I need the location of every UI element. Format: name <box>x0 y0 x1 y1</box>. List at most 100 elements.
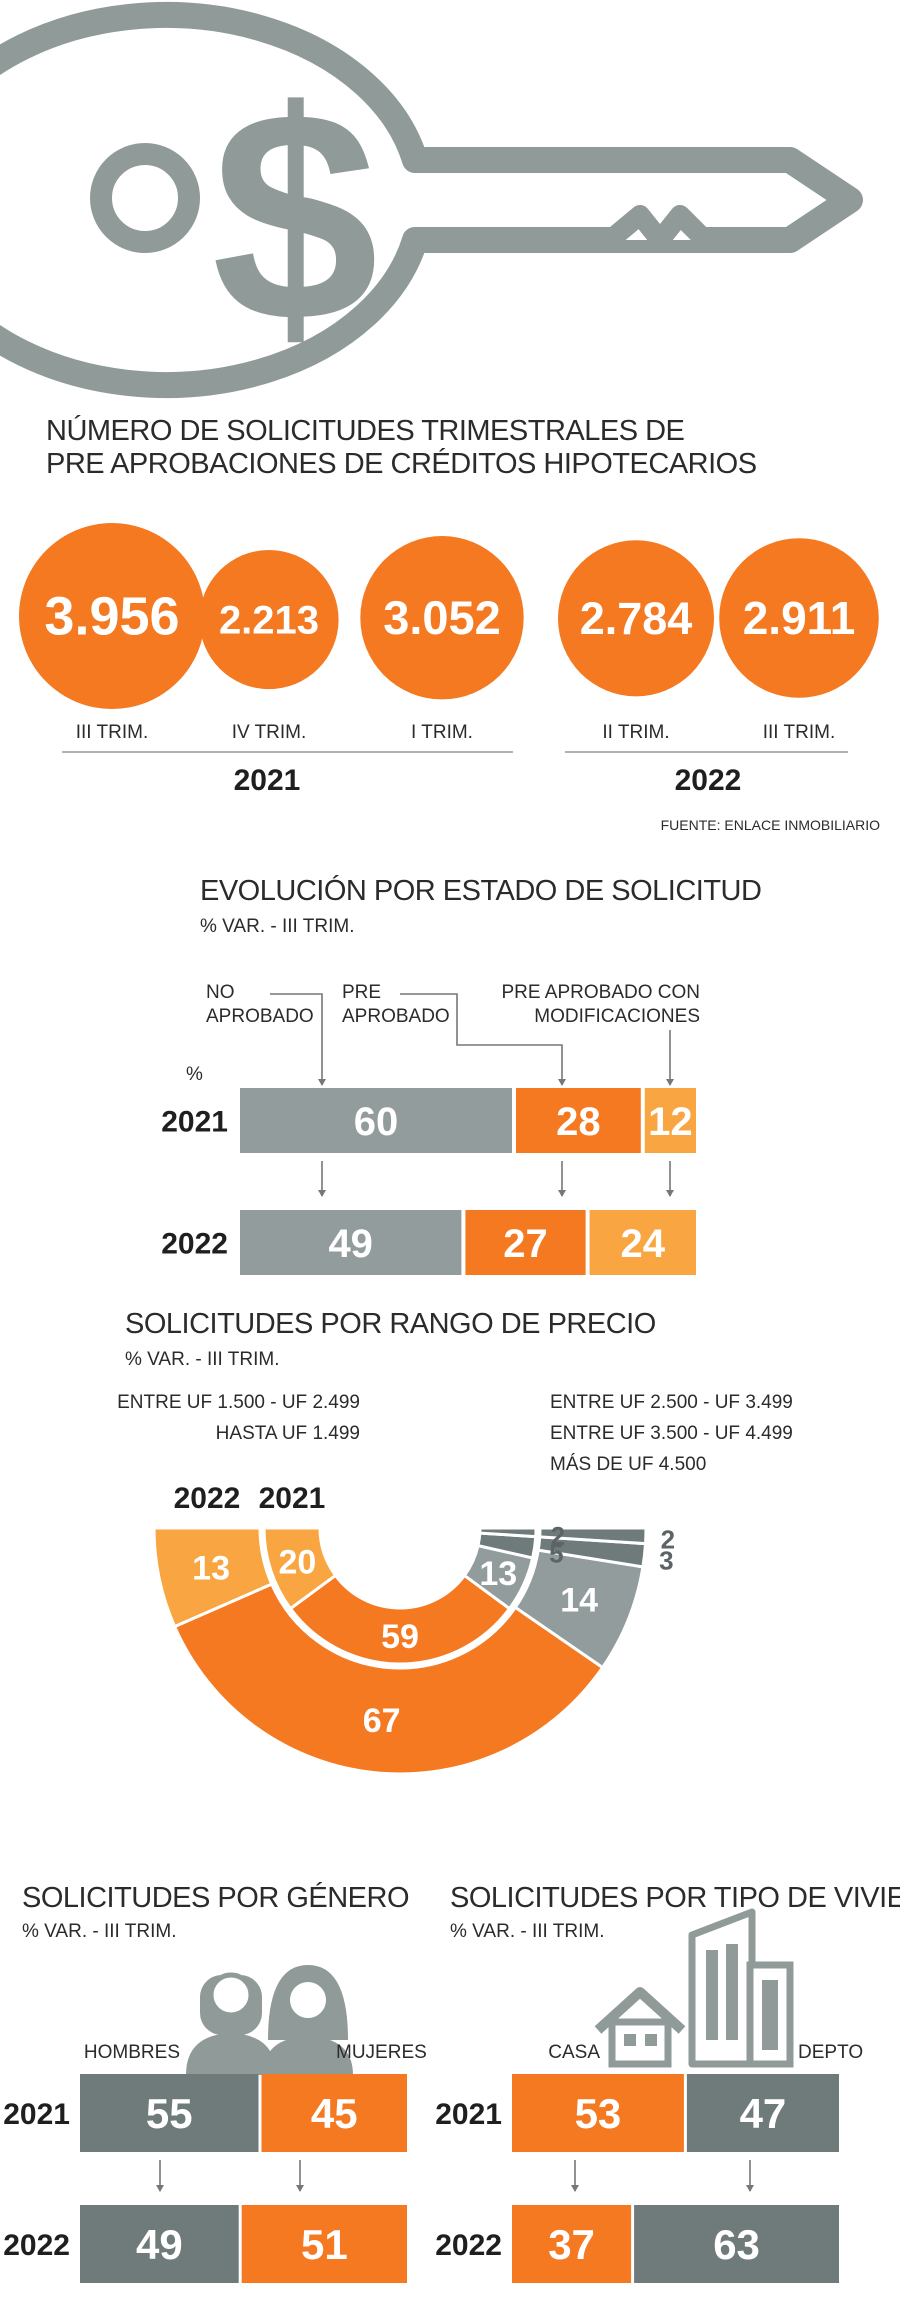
estado-title: EVOLUCIÓN POR ESTADO DE SOLICITUD <box>200 874 761 907</box>
precio-title: SOLICITUDES POR RANGO DE PRECIO <box>125 1308 656 1340</box>
estado-subtitle: % VAR. - III TRIM. <box>200 916 354 937</box>
bubble <box>360 536 524 700</box>
year-label: 2021 <box>234 764 301 797</box>
donut-value-label: 59 <box>381 1618 419 1656</box>
bar-segment <box>240 1210 462 1275</box>
price-range-label: ENTRE UF 3.500 - UF 4.499 <box>550 1423 793 1444</box>
bar-value-label: 27 <box>503 1222 548 1266</box>
bar-segment <box>589 1210 696 1275</box>
bar-value-label: 49 <box>328 1222 373 1266</box>
bar-year-label: 2022 <box>161 1228 228 1261</box>
key-shape <box>0 2 863 398</box>
key-illustration: $ <box>0 2 863 398</box>
bubble-quarter-label: IV TRIM. <box>232 722 307 743</box>
bar-value-label: 47 <box>740 2090 787 2137</box>
price-range-label: MÁS DE UF 4.500 <box>550 1454 706 1475</box>
bar-year-label: 2021 <box>161 1106 228 1139</box>
estado-label-no-line2: APROBADO <box>206 1006 314 1027</box>
bar-segment <box>261 2074 407 2152</box>
estado-leader-lines <box>270 993 674 1086</box>
estado-label-pre-line1: PRE <box>342 982 381 1003</box>
donut-value-label: 13 <box>479 1555 517 1593</box>
estado-percent-label: % <box>186 1064 203 1085</box>
bar-segment <box>644 1088 696 1153</box>
donut-slice <box>478 1526 538 1539</box>
estado-stacked-bars: 2021 60 28 12 2022 49 27 24 <box>161 1088 696 1275</box>
bubble-value-label: 2.784 <box>580 593 693 644</box>
bubble <box>719 538 879 698</box>
donut-value-label: 67 <box>363 1702 401 1740</box>
bubble-quarter-label: III TRIM. <box>76 722 148 743</box>
bar-year-label: 2022 <box>3 2229 70 2262</box>
donut-slice <box>288 1573 512 1666</box>
bar-segment <box>634 2205 839 2283</box>
price-range-label: ENTRE UF 2.500 - UF 3.499 <box>550 1392 793 1413</box>
donut-slice <box>172 1582 605 1776</box>
bubble-value-label: 2.213 <box>219 598 319 642</box>
ring-year-label: 2021 <box>259 1482 326 1515</box>
source-note: FUENTE: ENLACE INMOBILIARIO <box>661 817 880 833</box>
bar-value-label: 49 <box>136 2221 183 2268</box>
bar-segment <box>686 2074 839 2152</box>
year-label: 2022 <box>675 764 742 797</box>
genero-label-mujeres: MUJERES <box>336 2042 427 2063</box>
bubble-value-label: 3.052 <box>383 591 501 644</box>
key-teeth <box>603 205 713 250</box>
bar-segment <box>80 2205 239 2283</box>
bar-year-label: 2021 <box>435 2098 502 2131</box>
bar-year-label: 2022 <box>435 2229 502 2262</box>
bar-value-label: 12 <box>648 1100 693 1144</box>
vivienda-subtitle: % VAR. - III TRIM. <box>450 1921 604 1942</box>
building-icon <box>688 1908 794 2068</box>
bubble <box>199 550 339 690</box>
bar-year-label: 2021 <box>3 2098 70 2131</box>
donut-value-label: 20 <box>278 1544 316 1582</box>
bar-value-label: 37 <box>548 2221 595 2268</box>
bar-segment <box>240 1088 512 1153</box>
genero-title: SOLICITUDES POR GÉNERO <box>22 1881 409 1914</box>
bubble-quarter-label: II TRIM. <box>602 722 669 743</box>
bar-segment <box>241 2205 407 2283</box>
donut-value-label: 14 <box>560 1582 598 1620</box>
donut-value-label: 5 <box>549 1538 563 1568</box>
bar-segment <box>465 1210 586 1275</box>
bar-value-label: 60 <box>354 1100 399 1144</box>
bar-segment <box>512 2074 684 2152</box>
vivienda-label-depto: DEPTO <box>798 2042 863 2063</box>
bubble <box>557 540 715 697</box>
bubble-value-label: 2.911 <box>743 592 856 644</box>
bubble-value-label: 3.956 <box>44 587 179 647</box>
price-range-label: ENTRE UF 1.500 - UF 2.499 <box>117 1392 360 1413</box>
man-icon <box>186 1972 276 2075</box>
bubble-quarter-label: I TRIM. <box>411 722 473 743</box>
bar-value-label: 28 <box>556 1100 601 1144</box>
bar-value-label: 63 <box>713 2221 760 2268</box>
woman-icon <box>263 1965 353 2075</box>
bar-value-label: 51 <box>301 2221 348 2268</box>
key-hole <box>90 143 200 253</box>
vivienda-label-casa: CASA <box>548 2042 600 2063</box>
bar-segment <box>80 2074 259 2152</box>
genero-subtitle: % VAR. - III TRIM. <box>22 1921 176 1942</box>
donut-value-label: 13 <box>192 1550 230 1588</box>
price-range-label: HASTA UF 1.499 <box>216 1423 360 1444</box>
bar-value-label: 53 <box>575 2090 622 2137</box>
ring-year-label: 2022 <box>174 1482 241 1515</box>
donut-value-label: 2 <box>551 1521 565 1551</box>
estado-label-mod-line1: PRE APROBADO CON <box>502 982 701 1003</box>
estado-label-mod-line2: MODIFICACIONES <box>534 1006 700 1027</box>
bar-segment <box>512 2205 632 2283</box>
donut-slice <box>538 1526 648 1546</box>
bubble <box>19 523 205 710</box>
genero-stacked-bars: 2021 55 45 2022 49 51 <box>3 2074 407 2283</box>
vivienda-title: SOLICITUDES POR TIPO DE VIVIENDA <box>450 1882 900 1914</box>
bar-segment <box>516 1088 641 1153</box>
bar-value-label: 55 <box>146 2090 193 2137</box>
estado-label-no-line1: NO <box>206 982 235 1003</box>
dollar-sign-icon: $ <box>212 48 379 384</box>
solicitudes-title-line2: PRE APROBACIONES DE CRÉDITOS HIPOTECARIO… <box>46 447 757 480</box>
donut-value-label: 3 <box>659 1546 673 1576</box>
bar-value-label: 45 <box>311 2090 358 2137</box>
bar-value-label: 24 <box>621 1222 666 1266</box>
